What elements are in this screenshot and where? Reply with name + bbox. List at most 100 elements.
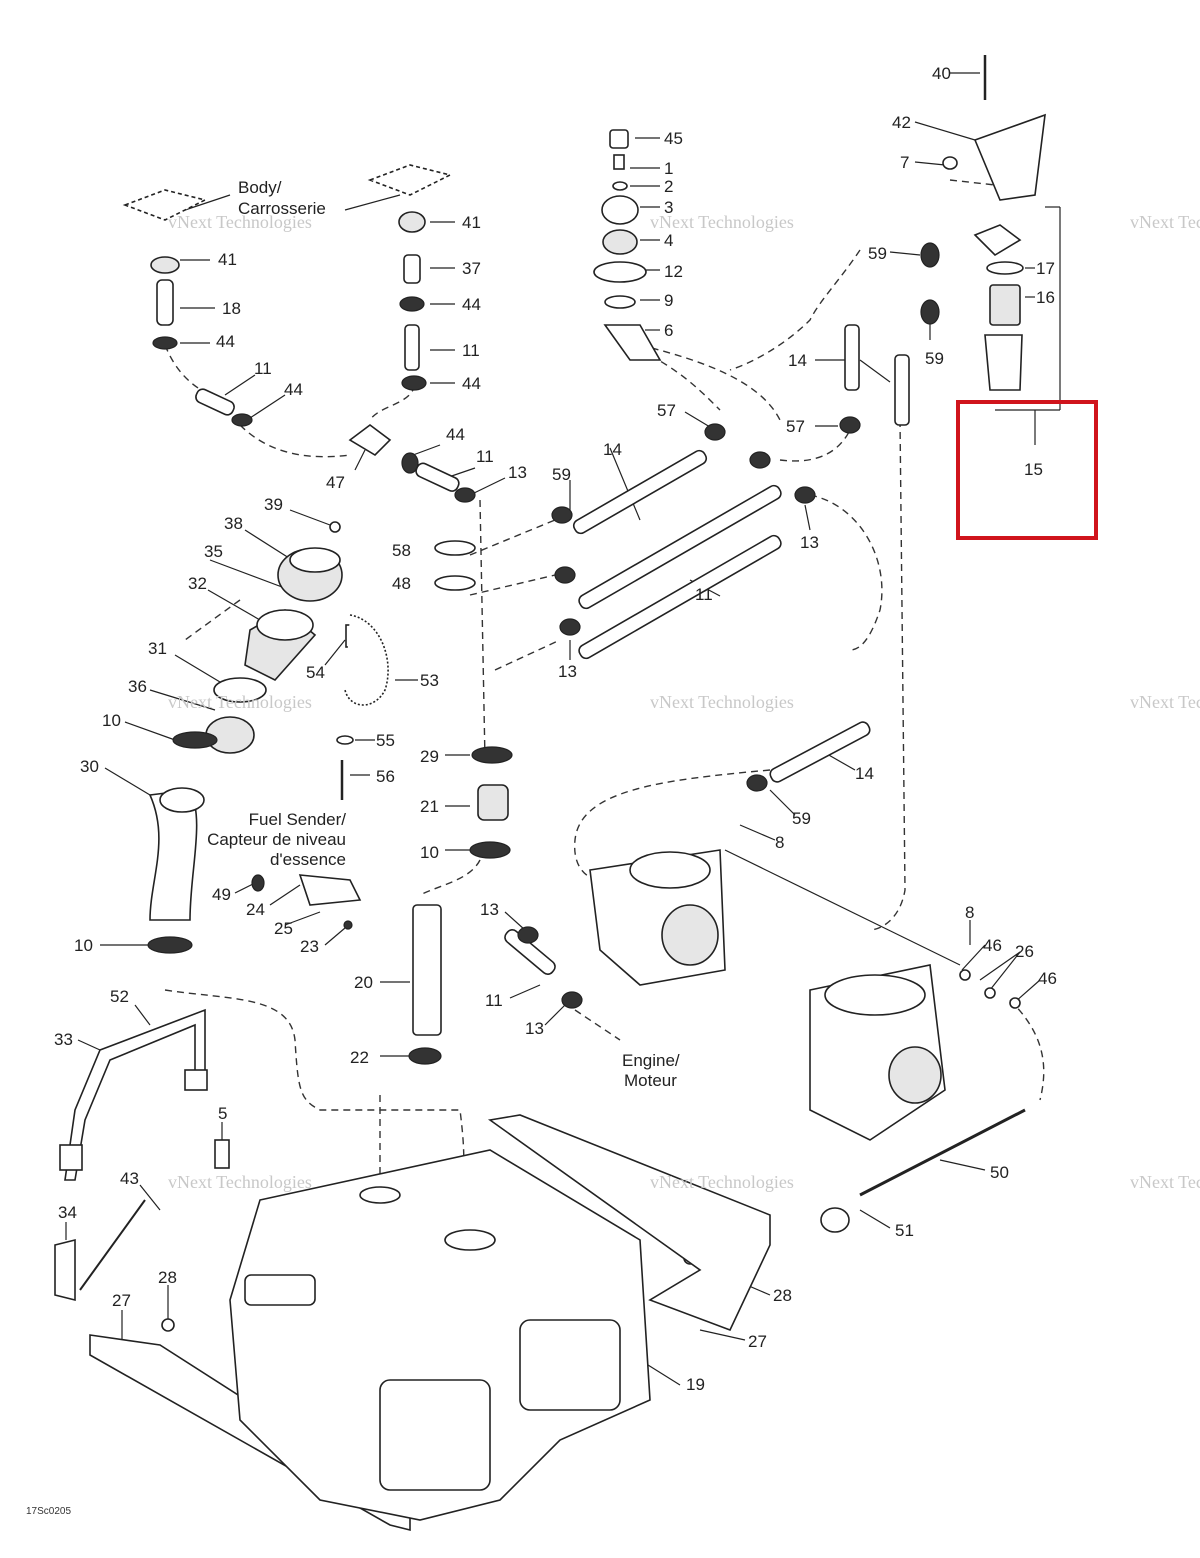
callout: 54 (306, 663, 325, 682)
callout: 13 (525, 1019, 544, 1038)
callout: 14 (788, 351, 807, 370)
callout: 10 (102, 711, 121, 730)
hose-routing-lines (164, 179, 1045, 1191)
callout: 13 (800, 533, 819, 552)
callout: 57 (786, 417, 805, 436)
svg-text:vNext Technologies: vNext Technologies (650, 212, 794, 232)
callout: 28 (773, 1286, 792, 1305)
callout: 59 (868, 244, 887, 263)
callout: 57 (657, 401, 676, 420)
callout: 7 (900, 153, 909, 172)
callout: 13 (508, 463, 527, 482)
callout: 44 (216, 332, 235, 351)
callout: 11 (695, 585, 713, 604)
svg-text:vNext Technologies: vNext Technologies (650, 1172, 794, 1192)
callout: 22 (350, 1048, 369, 1067)
callout: 44 (462, 295, 481, 314)
callout: 14 (603, 440, 622, 459)
callout: 8 (965, 903, 974, 922)
callout: 9 (664, 291, 673, 310)
callout: 44 (462, 374, 481, 393)
callout: 46 (1038, 969, 1057, 988)
callout: 36 (128, 677, 147, 696)
callout: 33 (54, 1030, 73, 1049)
watermarks: vNext Technologies vNext Technologies vN… (168, 212, 1200, 1192)
callout: 44 (284, 380, 303, 399)
callout: 56 (376, 767, 395, 786)
callout: 51 (895, 1221, 914, 1240)
callout: 17 (1036, 259, 1055, 278)
callout: 28 (158, 1268, 177, 1287)
text-labels: Body/ Carrosserie Fuel Sender/ Capteur d… (26, 178, 680, 1517)
callout: 47 (326, 473, 345, 492)
callout: 25 (274, 919, 293, 938)
callout: 24 (246, 900, 265, 919)
callout: 59 (552, 465, 571, 484)
svg-text:vNext Technologies: vNext Technologies (650, 692, 794, 712)
svg-text:vNext Technologies: vNext Technologies (168, 692, 312, 712)
callout: 49 (212, 885, 231, 904)
callout: 52 (110, 987, 129, 1006)
svg-text:vNext Technologies: vNext Technologies (1130, 692, 1200, 712)
callout: 31 (148, 639, 167, 658)
callout: 4 (664, 231, 673, 250)
callout: 21 (420, 797, 439, 816)
callout: 40 (932, 64, 951, 83)
label-engine-2: Moteur (624, 1071, 677, 1090)
callout: 30 (80, 757, 99, 776)
highlight-box-part-15 (956, 400, 1098, 540)
label-body: Body/ (238, 178, 282, 197)
drawing-code: 17Sc0205 (26, 1506, 71, 1517)
svg-text:vNext Technologies: vNext Technologies (1130, 212, 1200, 232)
callout: 42 (892, 113, 911, 132)
callout: 55 (376, 731, 395, 750)
callout: 11 (476, 447, 494, 466)
callout: 59 (925, 349, 944, 368)
callout: 45 (664, 129, 683, 148)
callout: 3 (664, 198, 673, 217)
callout: 13 (558, 662, 577, 681)
svg-text:vNext Technologies: vNext Technologies (168, 212, 312, 232)
callout: 48 (392, 574, 411, 593)
callout: 16 (1036, 288, 1055, 307)
callout: 6 (664, 321, 673, 340)
callout: 44 (446, 425, 465, 444)
callout: 39 (264, 495, 283, 514)
callout: 35 (204, 542, 223, 561)
callout-15-highlighted: 15 (1024, 460, 1043, 479)
label-carrosserie: Carrosserie (238, 199, 326, 218)
callout: 27 (748, 1332, 767, 1351)
callout: 37 (462, 259, 481, 278)
callout: 27 (112, 1291, 131, 1310)
label-fuel-sender-2: Capteur de niveau (207, 830, 346, 849)
label-fuel-sender-1: Fuel Sender/ (249, 810, 347, 829)
callout: 29 (420, 747, 439, 766)
callout: 10 (74, 936, 93, 955)
svg-text:vNext Technologies: vNext Technologies (168, 1172, 312, 1192)
parts (54, 55, 1046, 1532)
callout: 14 (855, 764, 874, 783)
callout: 12 (664, 262, 683, 281)
callout: 53 (420, 671, 439, 690)
callout: 19 (686, 1375, 705, 1394)
label-fuel-sender-3: d'essence (270, 850, 346, 869)
callout: 8 (775, 833, 784, 852)
callout: 50 (990, 1163, 1009, 1182)
callout: 11 (485, 991, 503, 1010)
callout: 38 (224, 514, 243, 533)
callout: 18 (222, 299, 241, 318)
label-engine-1: Engine/ (622, 1051, 680, 1070)
callout: 11 (254, 359, 272, 378)
callout: 1 (664, 159, 673, 178)
callout: 2 (664, 177, 673, 196)
callout: 59 (792, 809, 811, 828)
leader-lines (65, 72, 1061, 1386)
callout: 13 (480, 900, 499, 919)
callout: 41 (218, 250, 237, 269)
callout: 11 (462, 341, 480, 360)
callout: 20 (354, 973, 373, 992)
svg-text:vNext Technologies: vNext Technologies (1130, 1172, 1200, 1192)
callout: 34 (58, 1203, 77, 1222)
callout: 43 (120, 1169, 139, 1188)
callout: 32 (188, 574, 207, 593)
